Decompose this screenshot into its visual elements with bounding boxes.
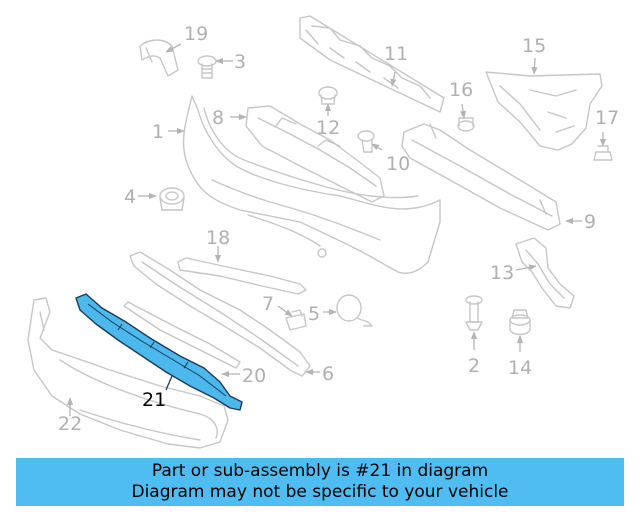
banner-line-2: Diagram may not be specific to your vehi… xyxy=(131,482,509,502)
part-1-bumper-cover xyxy=(182,95,441,274)
callout-9: 9 xyxy=(584,211,596,233)
part-11-absorber xyxy=(299,15,445,113)
part-4-grommet xyxy=(159,187,185,211)
callout-17: 17 xyxy=(595,107,619,129)
callout-1: 1 xyxy=(152,121,164,143)
callout-11: 11 xyxy=(384,43,408,65)
part-19-bracket xyxy=(139,39,179,77)
leader-lines xyxy=(66,43,607,416)
part-9-bar xyxy=(401,123,561,231)
callout-3: 3 xyxy=(234,51,246,73)
callout-10: 10 xyxy=(386,153,410,175)
callout-20: 20 xyxy=(242,365,266,387)
callout-2: 2 xyxy=(468,355,480,377)
part-5-cap xyxy=(336,294,373,327)
callout-8: 8 xyxy=(212,107,224,129)
part-3-bolt xyxy=(197,55,217,79)
callout-19: 19 xyxy=(184,23,208,45)
part-14-nut xyxy=(509,309,531,336)
callout-14: 14 xyxy=(508,357,532,379)
callout-5: 5 xyxy=(308,303,320,325)
part-10-bolt xyxy=(357,130,375,153)
part-12-clip xyxy=(318,86,338,105)
part-20-molding xyxy=(123,301,241,369)
part-15-side-bracket xyxy=(485,71,603,151)
callout-12: 12 xyxy=(316,117,340,139)
callout-6: 6 xyxy=(322,363,334,385)
callout-13: 13 xyxy=(490,262,514,284)
part-16-bolt xyxy=(457,117,475,132)
part-17-nut xyxy=(593,145,613,161)
callout-21: 21 xyxy=(142,389,166,411)
banner-line-1: Part or sub-assembly is #21 in diagram xyxy=(151,461,489,481)
callout-4: 4 xyxy=(124,186,136,208)
callout-7: 7 xyxy=(262,293,274,315)
callout-22: 22 xyxy=(58,413,82,435)
part-13-bracket xyxy=(515,237,575,309)
callout-15: 15 xyxy=(522,35,546,57)
info-banner: Part or sub-assembly is #21 in diagram D… xyxy=(16,458,624,506)
part-2-push-pin xyxy=(465,295,483,331)
part-21-highlighted-bracket xyxy=(75,293,243,411)
callout-16: 16 xyxy=(449,79,473,101)
part-7-clip xyxy=(285,309,307,331)
part-8-reinforcement xyxy=(245,105,385,203)
callout-18: 18 xyxy=(206,227,230,249)
part-18-trim-strip xyxy=(177,257,307,295)
part-22-spoiler xyxy=(27,297,229,449)
callout-labels: 19 3 11 12 15 16 17 1 8 10 9 4 18 13 2 1… xyxy=(58,23,619,435)
